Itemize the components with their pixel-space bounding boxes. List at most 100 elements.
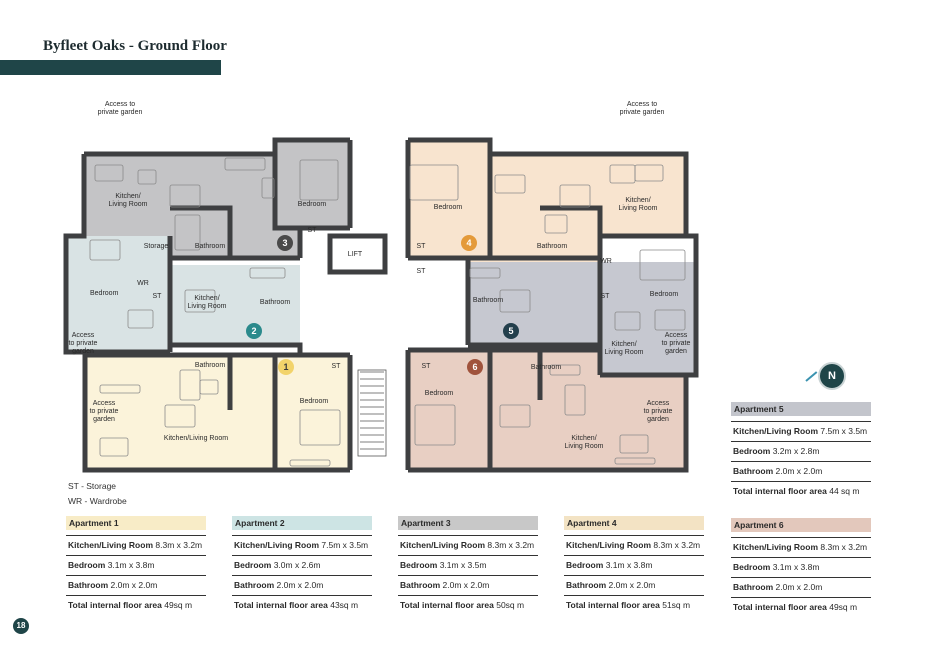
room-label-bathroom: Bathroom (531, 364, 562, 371)
page-title: Byfleet Oaks - Ground Floor (43, 38, 227, 54)
fill-apt2 (66, 236, 300, 352)
fill-apt1 (85, 355, 350, 470)
label-line: Kitchen/ (611, 341, 636, 348)
spec-row: Bathroom 2.0m x 2.0m (232, 575, 372, 595)
spec-value: 8.3m x 3.2m (487, 540, 535, 550)
spec-value: 2.0m x 2.0m (110, 580, 158, 590)
north-compass-icon: N (818, 362, 846, 390)
fill-apt3 (84, 140, 350, 265)
wall (170, 342, 303, 355)
room-label-st: ST (601, 293, 611, 300)
furniture (544, 214, 568, 234)
fill-apt6 (408, 350, 686, 470)
room-label-bedroom: Bedroom (300, 398, 329, 405)
spec-row: Bathroom 2.0m x 2.0m (564, 575, 704, 595)
spec-label: Bathroom (68, 580, 109, 590)
spec-row: Total internal floor area 49sq m (66, 595, 206, 615)
spec-label: Bathroom (400, 580, 441, 590)
label-line: Bathroom (531, 364, 562, 371)
title-bar (0, 60, 221, 75)
spec-heading: Apartment 2 (232, 516, 372, 530)
label-line: Living Room (605, 349, 644, 356)
spec-value: 2.0m x 2.0m (276, 580, 324, 590)
spec-label: Kitchen/Living Room (733, 542, 818, 552)
spec-value: 3.1m x 3.5m (439, 560, 487, 570)
spec-row: Kitchen/Living Room 7.5m x 3.5m (731, 421, 871, 441)
furniture (414, 404, 456, 446)
spec-row: Kitchen/Living Room 8.3m x 3.2m (731, 537, 871, 557)
spec-label: Total internal floor area (234, 600, 328, 610)
furniture (299, 409, 341, 446)
label-line: Access (93, 400, 116, 407)
label-line: private garden (620, 109, 665, 116)
label-line: private garden (98, 109, 143, 116)
spec-row: Bedroom 3.0m x 2.6m (232, 555, 372, 575)
furniture (559, 184, 591, 208)
spec-row: Kitchen/Living Room 8.3m x 3.2m (398, 535, 538, 555)
label-line: Storage (144, 243, 169, 250)
label-line: ST (153, 293, 163, 300)
label-line: Bathroom (537, 243, 568, 250)
furniture (99, 384, 141, 394)
room-label-st: ST (417, 243, 427, 250)
apartment-badge-number: 3 (282, 238, 287, 248)
wall (272, 154, 350, 231)
spec-row: Total internal floor area 49sq m (731, 597, 871, 617)
apartment-badge-number: 2 (251, 326, 256, 336)
spec-row: Total internal floor area 51sq m (564, 595, 704, 615)
wall (84, 137, 350, 157)
spec-row: Bedroom 3.1m x 3.8m (731, 557, 871, 577)
label-line: Kitchen/ (571, 435, 596, 442)
legend-wr: WR - Wardrobe (68, 496, 127, 506)
label-line: ST (422, 363, 432, 370)
furniture (224, 157, 266, 171)
spec-value: 51sq m (662, 600, 691, 610)
label-line: Bedroom (90, 290, 119, 297)
label-line: to private (90, 408, 119, 415)
spec-value: 3.0m x 2.6m (273, 560, 321, 570)
spec-row: Total internal floor area 50sq m (398, 595, 538, 615)
label-line: ST (417, 268, 427, 275)
label-line: Bedroom (300, 398, 329, 405)
label-line: Kitchen/ (625, 197, 650, 204)
spec-row: Bedroom 3.1m x 3.8m (66, 555, 206, 575)
spec-label: Total internal floor area (733, 602, 827, 612)
spec-label: Total internal floor area (566, 600, 660, 610)
spec-label: Total internal floor area (400, 600, 494, 610)
spec-value: 43sq m (330, 600, 359, 610)
furniture (499, 404, 531, 428)
spec-label: Kitchen/Living Room (733, 426, 818, 436)
spec-label: Kitchen/Living Room (400, 540, 485, 550)
furniture (174, 214, 201, 251)
furniture (614, 457, 656, 465)
furniture (89, 239, 121, 261)
spec-value: 2.0m x 2.0m (608, 580, 656, 590)
label-line: Bathroom (195, 362, 226, 369)
room-label-bathroom: Bathroom (195, 243, 226, 250)
room-label-bedroom: Bedroom (298, 201, 327, 208)
label-line: Bathroom (195, 243, 226, 250)
apartment-badge-number: 6 (472, 362, 477, 372)
label-line: garden (647, 416, 669, 423)
room-label-bedroom: Bedroom (425, 390, 454, 397)
room-label-bathroom: Bathroom (195, 362, 226, 369)
furniture (499, 289, 531, 313)
label-line: Bedroom (434, 204, 463, 211)
furniture (169, 184, 201, 208)
spec-value: 3.2m x 2.8m (772, 446, 820, 456)
spec-row: Total internal floor area 43sq m (232, 595, 372, 615)
label-line: to private (662, 340, 691, 347)
spec-value: 8.3m x 3.2m (155, 540, 203, 550)
spec-row: Bedroom 3.1m x 3.5m (398, 555, 538, 575)
room-label-bedroom: Bedroom (90, 290, 119, 297)
furniture (614, 311, 641, 331)
spec-label: Kitchen/Living Room (234, 540, 319, 550)
spec-value: 44 sq m (829, 486, 860, 496)
fill-apt4 (408, 140, 686, 262)
apartment-badge-2 (246, 323, 262, 339)
